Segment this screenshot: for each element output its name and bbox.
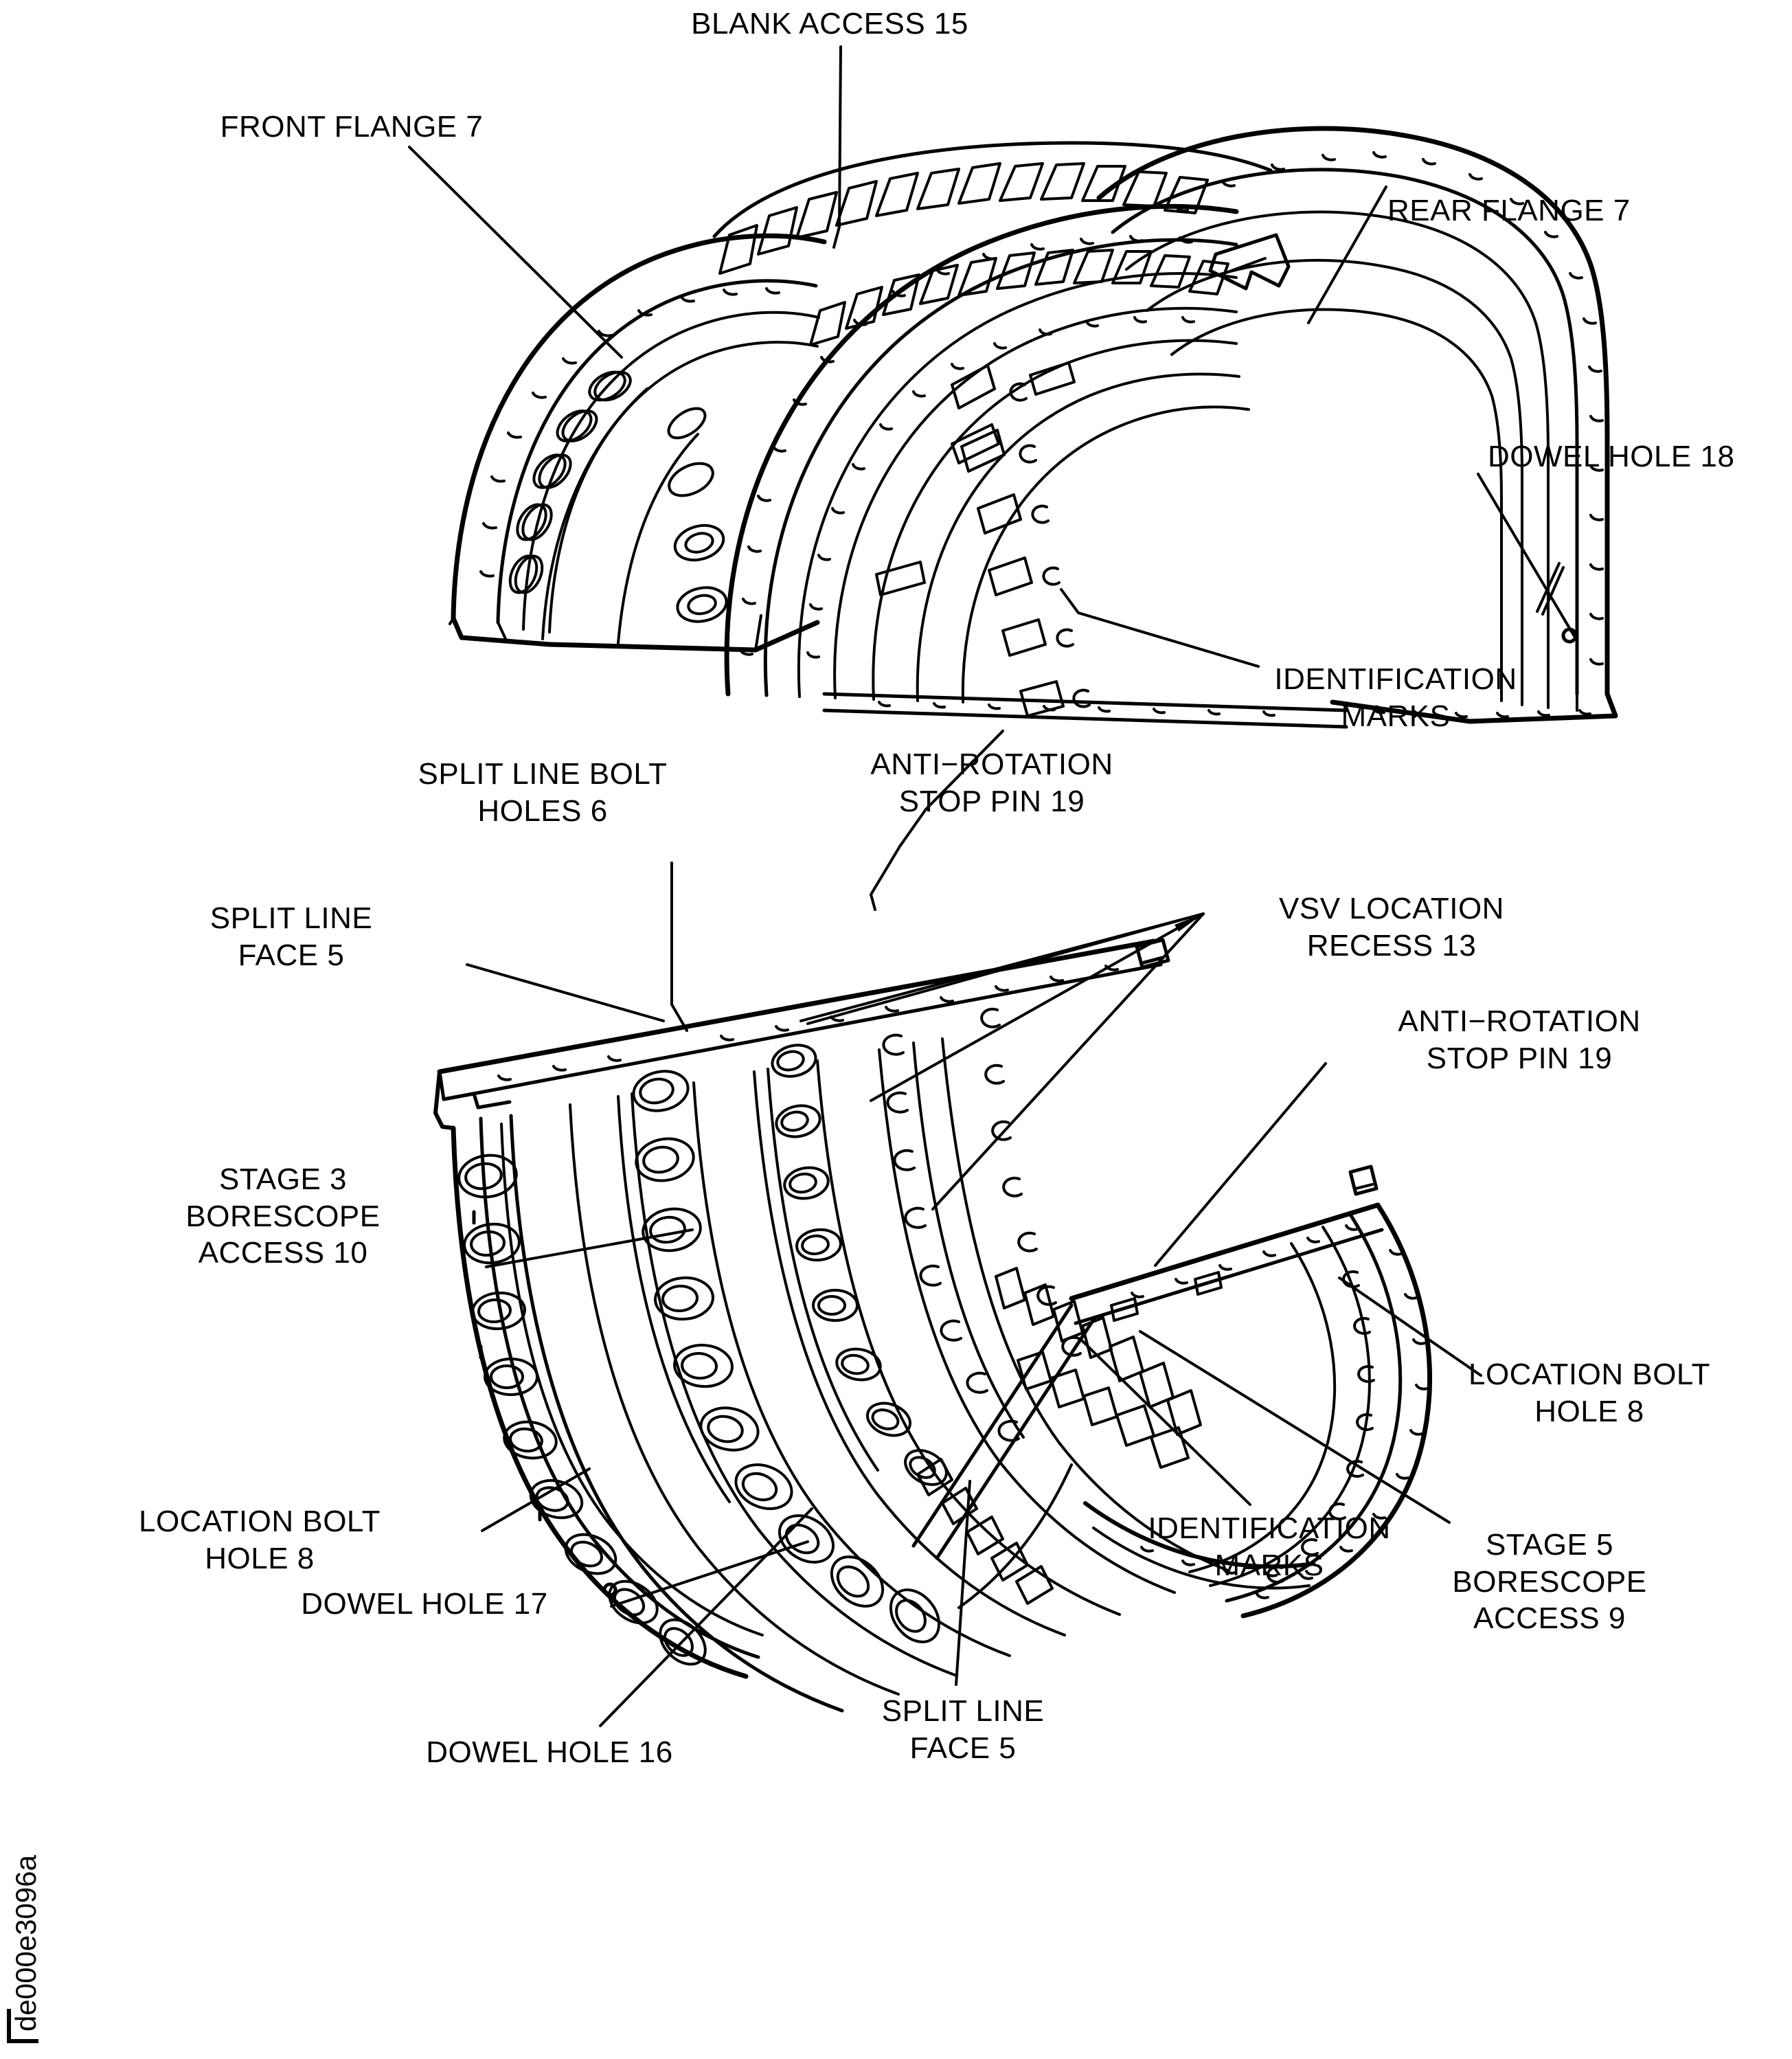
callout-split-line-face-5-lower: SPLIT LINE FACE 5 [881,1694,1045,1765]
callout-dowel-hole-18: DOWEL HOLE 18 [1488,440,1735,473]
upper-casing-half [449,126,1618,729]
callout-identification-marks-top: IDENTIFICATION MARKS [1274,662,1517,733]
callout-location-bolt-hole-8-left: LOCATION BOLT HOLE 8 [138,1505,381,1575]
callout-stage-5-borescope-access-9: STAGE 5 BORESCOPE ACCESS 9 [1452,1528,1647,1636]
callout-stage-3-borescope-access-10: STAGE 3 BORESCOPE ACCESS 10 [185,1162,381,1270]
lower-joint-region [911,1303,1097,1609]
leader-lines [408,45,1576,1727]
callout-location-bolt-hole-8-right: LOCATION BOLT HOLE 8 [1468,1358,1711,1428]
front-flange [449,233,827,653]
lower-casing-half [433,938,1432,1713]
callout-anti-rotation-stop-pin-19-right: ANTI−ROTATION STOP PIN 19 [1398,1004,1641,1075]
callout-dowel-hole-16: DOWEL HOLE 16 [426,1735,673,1769]
callout-identification-marks-bottom: IDENTIFICATION MARKS [1148,1511,1391,1582]
callout-blank-access-15: BLANK ACCESS 15 [691,7,968,41]
callout-rear-flange-7: REAR FLANGE 7 [1387,194,1631,227]
lower-right-casing-piece [995,1164,1432,1619]
callout-split-line-face-5-upper: SPLIT LINE FACE 5 [209,901,373,972]
callout-dowel-hole-17: DOWEL HOLE 17 [301,1587,548,1621]
lower-left-split-line-face [433,938,1163,1679]
figure-id-code: de000e3096a [10,1855,42,2032]
lower-stop-pin-left [1135,938,1170,969]
upper-bottom-rail [822,692,1348,729]
callout-front-flange-7: FRONT FLANGE 7 [220,110,484,144]
rear-flange [1096,126,1618,724]
upper-vane-rows [712,141,1273,717]
callout-anti-rotation-stop-pin-19-left: ANTI−ROTATION STOP PIN 19 [870,747,1113,818]
callout-split-line-bolt-holes-6: SPLIT LINE BOLT HOLES 6 [418,757,668,828]
lower-bore-arcs [509,1037,1229,1713]
corner-crop-mark [7,2009,38,2043]
callout-vsv-location-recess-13: VSV LOCATION RECESS 13 [1279,892,1504,963]
